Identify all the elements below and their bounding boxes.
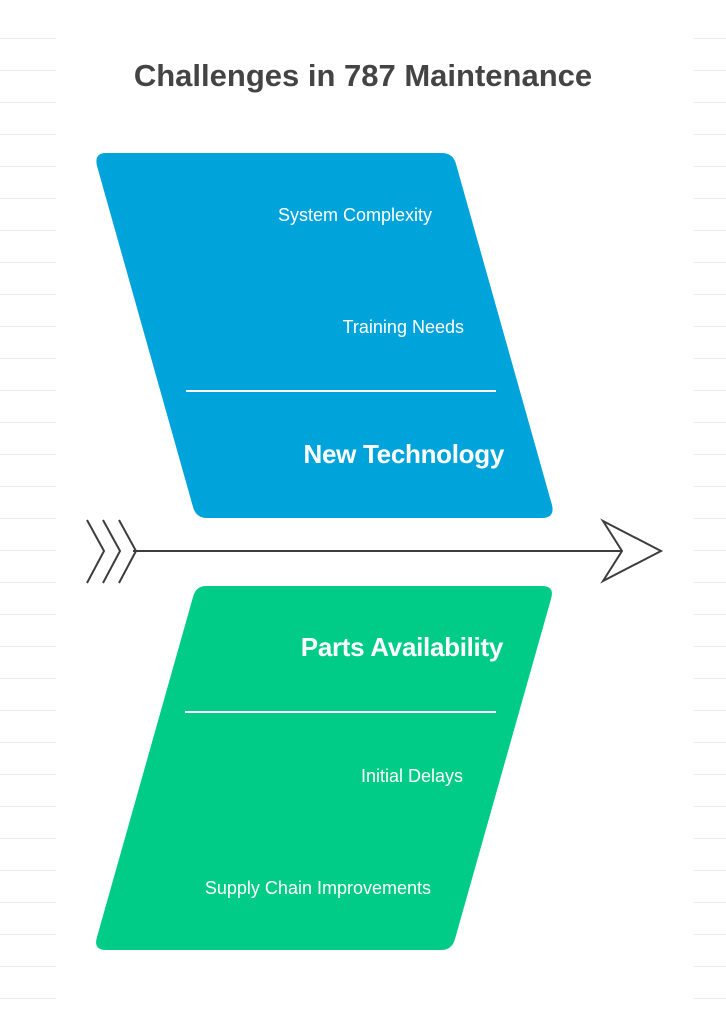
diagram-title: Challenges in 787 Maintenance: [133, 58, 593, 93]
cause-system-complexity: System Complexity: [277, 205, 432, 225]
category-box-new-technology: [96, 153, 553, 518]
category-title-new-technology: New Technology: [303, 439, 505, 469]
category-title-parts-availability: Parts Availability: [300, 632, 504, 662]
category-box-parts-availability: [96, 586, 552, 950]
cause-training-needs: Training Needs: [342, 317, 464, 337]
background-lines-right: [694, 0, 726, 1012]
spine-arrow: [86, 518, 664, 584]
cause-supply-chain-improvements: Supply Chain Improvements: [204, 878, 431, 898]
background-lines-left: [0, 0, 56, 1012]
cause-initial-delays: Initial Delays: [360, 766, 463, 786]
